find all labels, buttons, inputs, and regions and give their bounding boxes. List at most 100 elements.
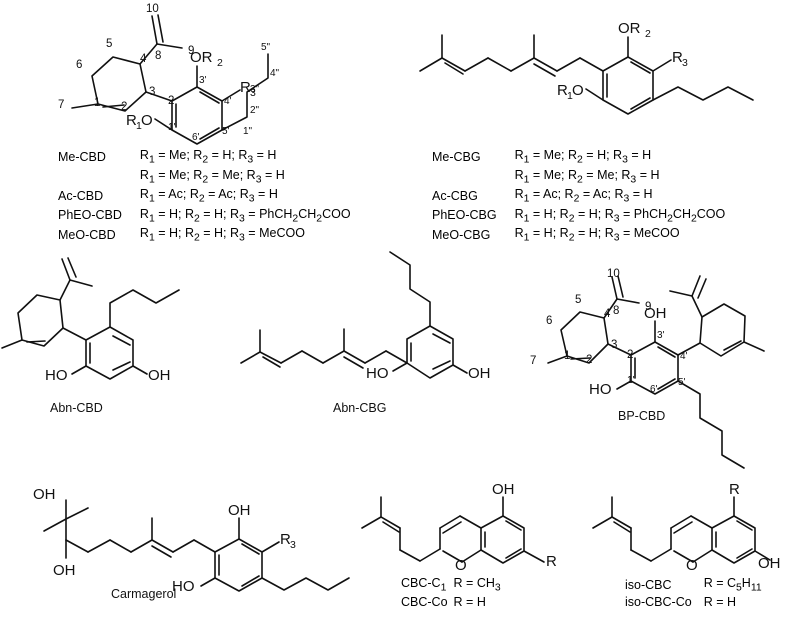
structure-bp-cbd: OH HO 10 9 8 5 4 6 3 7 1 2 2 3' 4' 5' 6'… xyxy=(530,268,765,469)
legend-substituents: R1 = Me; R2 = Me; R3 = H xyxy=(515,168,726,188)
sub-text: R1 = Ac; R2 = Ac; R3 = H xyxy=(139,187,278,205)
locant-1prime: 1' xyxy=(168,122,176,133)
locant-6prime: 6' xyxy=(192,132,200,143)
locant-5prime: 5' xyxy=(222,126,230,137)
label-carm-r3: R xyxy=(280,531,291,548)
sub-text: R1 = Me; R2 = Me; R3 = H xyxy=(514,167,660,186)
structure-me-cbd: OR 2 R 3 R 1 O 10 9 8 5 4 6 3 7 1 2 2 3'… xyxy=(58,3,280,145)
structure-me-cbg: OR 2 R 3 R 1 O xyxy=(419,20,754,115)
locant-bp-10: 10 xyxy=(607,268,620,280)
sub-text: R1 = H; R2 = H; R3 = PhCH2CH2COO xyxy=(514,206,726,225)
locant-bp-5prime: 5' xyxy=(678,377,686,388)
label-cbg-r1o: R xyxy=(557,82,568,99)
legend-cbc: CBC-C1 R = CH3 CBC-Co R = H xyxy=(401,576,501,609)
structure-carmagerol: OH OH OH HO R 3 Carmagerol xyxy=(33,486,350,601)
locant-bp-3prime: 3' xyxy=(657,330,665,341)
legend-cbd-rows: Me-CBD R1 = Me; R2 = H; R3 = H R1 = Me; … xyxy=(58,148,351,244)
legend-substituents: R1 = H; R2 = H; R3 = PhCH2CH2COO xyxy=(515,207,726,227)
label-abncbd-oh: OH xyxy=(148,367,171,384)
locant-2prime: 2 xyxy=(168,95,174,107)
legend-row: R1 = Me; R2 = Me; R3 = H xyxy=(432,168,725,188)
legend-row: PhEO-CBD R1 = H; R2 = H; R3 = PhCH2CH2CO… xyxy=(58,207,351,227)
legend-row: Ac-CBG R1 = Ac; R2 = Ac; R3 = H xyxy=(432,187,725,207)
locant-bp-6prime: 6' xyxy=(650,384,658,395)
locant-bp-2prime: 2 xyxy=(627,349,633,361)
sub-text: R1 = H; R2 = H; R3 = MeCOO xyxy=(514,226,680,244)
label-carm-oh-bottom: OH xyxy=(53,562,76,579)
label-carm-r3-sub: 3 xyxy=(290,539,296,551)
legend-cbg-rows: Me-CBG R1 = Me; R2 = H; R3 = H R1 = Me; … xyxy=(432,148,725,244)
legend-substituents: R1 = Me; R2 = H; R3 = H xyxy=(140,148,351,168)
sub-text: R1 = H; R2 = H; R3 = PhCH2CH2COO xyxy=(139,206,351,225)
legend-compound-base: CBC-C xyxy=(401,576,441,590)
locant-3dprime: 3" xyxy=(250,84,260,95)
label-carm-oh-top: OH xyxy=(33,486,56,503)
legend-cbc-rows: CBC-C1 R = CH3 CBC-Co R = H xyxy=(401,576,501,609)
legend-row: iso-CBC R = C5H11 xyxy=(625,576,762,595)
locant-bp-3: 3 xyxy=(611,339,617,351)
legend-row: CBC-C1 R = CH3 xyxy=(401,576,501,595)
label-r1o-oxygen: O xyxy=(141,112,153,129)
legend-compound: CBC-Co xyxy=(401,594,448,609)
structure-abn-cbd: HO OH Abn-CBD xyxy=(1,257,180,415)
legend-row: CBC-Co R = H xyxy=(401,595,501,609)
legend-row: PhEO-CBG R1 = H; R2 = H; R3 = PhCH2CH2CO… xyxy=(432,207,725,227)
label-bpcbd-ho: HO xyxy=(589,381,612,398)
label-carm-oh-ring: OH xyxy=(228,502,251,519)
legend-compound xyxy=(58,168,140,188)
locant-bp-2: 2 xyxy=(586,354,592,366)
legend-substituents: R1 = H; R2 = H; R3 = PhCH2CH2COO xyxy=(140,207,351,227)
sub-text: R1 = Me; R2 = H; R3 = H xyxy=(514,148,652,166)
label-isocbc-r: R xyxy=(729,481,740,498)
legend-row: Ac-CBD R1 = Ac; R2 = Ac; R3 = H xyxy=(58,187,351,207)
legend-iso-cbc-rows: iso-CBC R = C5H11 iso-CBC-Co R = H xyxy=(625,576,762,609)
structure-abn-cbg: HO OH Abn-CBG xyxy=(240,251,491,415)
locant-bp-7: 7 xyxy=(530,355,536,367)
legend-compound: MeO-CBG xyxy=(432,227,491,242)
legend-iso-cbc: iso-CBC R = C5H11 iso-CBC-Co R = H xyxy=(625,576,762,609)
legend-compound: PhEO-CBG xyxy=(432,208,497,223)
legend-substituents: R1 = Ac; R2 = Ac; R3 = H xyxy=(515,187,726,207)
label-cbc-r: R xyxy=(546,553,557,570)
sub-text: R1 = Ac; R2 = Ac; R3 = H xyxy=(514,187,653,205)
label-abncbd-ho: HO xyxy=(45,367,68,384)
locant-bp-9: 9 xyxy=(645,301,651,313)
legend-row: MeO-CBD R1 = H; R2 = H; R3 = MeCOO xyxy=(58,226,351,244)
legend-substituents: R = C5H11 xyxy=(703,576,762,594)
locant-bp-1: 1 xyxy=(564,350,570,362)
label-cbg-or2: OR xyxy=(618,20,641,37)
legend-compound: Me-CBG xyxy=(432,149,481,164)
sub-text: R1 = H; R2 = H; R3 = MeCOO xyxy=(139,226,305,244)
legend-substituents: R = H xyxy=(453,594,486,609)
label-isocbc-oh: OH xyxy=(758,555,781,572)
locant-bp-1prime: 1' xyxy=(627,375,635,386)
locant-7: 7 xyxy=(58,99,64,111)
legend-compound: Ac-CBD xyxy=(58,188,104,203)
locant-6: 6 xyxy=(76,59,82,71)
locant-bp-6: 6 xyxy=(546,315,552,327)
locant-4: 4 xyxy=(140,53,147,65)
label-cbg-r1o-oxygen: O xyxy=(572,82,584,99)
locant-10: 10 xyxy=(146,3,159,15)
locant-bp-4prime: 4' xyxy=(680,351,688,362)
structure-cbc: OH O R xyxy=(361,481,557,574)
legend-row: R1 = Me; R2 = Me; R3 = H xyxy=(58,168,351,188)
legend-substituents: R1 = Me; R2 = H; R3 = H xyxy=(515,148,726,168)
legend-row: MeO-CBG R1 = H; R2 = H; R3 = MeCOO xyxy=(432,226,725,244)
legend-substituents: R1 = H; R2 = H; R3 = MeCOO xyxy=(140,226,351,244)
compound-name-abn-cbd: Abn-CBD xyxy=(50,401,103,415)
compound-name-bp-cbd: BP-CBD xyxy=(618,409,665,423)
label-cbg-r3: R xyxy=(672,49,683,66)
legend-compound: iso-CBC xyxy=(625,577,672,592)
legend-row: Me-CBD R1 = Me; R2 = H; R3 = H xyxy=(58,148,351,168)
label-r1o: R xyxy=(126,112,137,129)
compound-name-carmagerol: Carmagerol xyxy=(111,587,176,601)
label-cbg-or2-sub: 2 xyxy=(645,28,651,40)
locant-2: 2 xyxy=(121,101,127,113)
label-r3-sub: 3 xyxy=(250,87,256,99)
legend-compound-sub: 1 xyxy=(440,582,447,594)
legend-cbd: Me-CBD R1 = Me; R2 = H; R3 = H R1 = Me; … xyxy=(58,148,351,244)
locant-4prime: 4' xyxy=(224,96,232,107)
